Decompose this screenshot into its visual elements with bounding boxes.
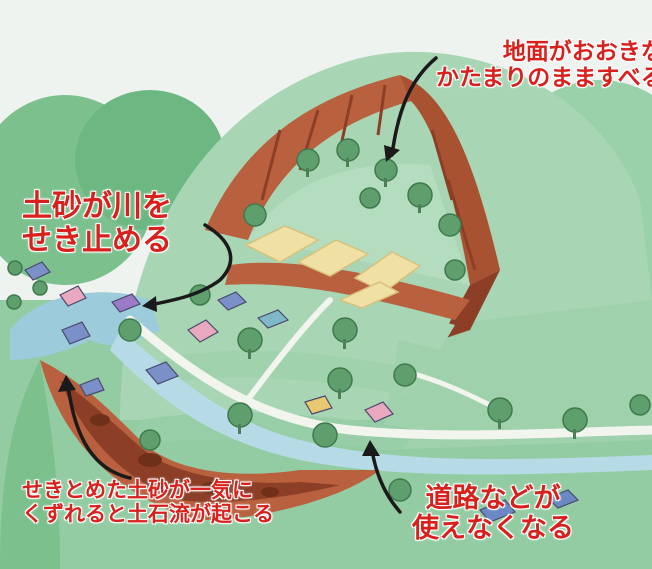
arrow-heads <box>58 145 400 456</box>
label-ground-slides-line2: かたまりのまますべる <box>436 64 652 91</box>
label-debris-flow-line1: せきとめた土砂が一気に <box>22 478 253 502</box>
label-sediment-dams-river-line2: せき止める <box>22 222 172 258</box>
rice-fields <box>244 225 422 309</box>
label-debris-flow: せきとめた土砂が一気に くずれると土石流が起こる <box>22 478 274 526</box>
houses <box>24 261 580 523</box>
arrow-flow <box>66 383 132 480</box>
label-sediment-dams-river: 土砂が川を せき止める <box>22 190 172 257</box>
label-ground-slides-line1: 地面がおおきな <box>502 39 652 65</box>
main-scarp <box>205 75 500 340</box>
label-roads-unusable: 道路などが 使えなくなる <box>412 483 574 545</box>
label-debris-flow-line2: くずれると土石流が起こる <box>22 501 274 526</box>
label-ground-slides: 地面がおおきな かたまりのまますべる <box>436 39 652 92</box>
arrow-dam <box>148 223 233 307</box>
label-roads-unusable-line1: 道路などが <box>425 483 561 514</box>
arrows <box>66 56 438 514</box>
debris-flow <box>0 360 380 569</box>
label-roads-unusable-line2: 使えなくなる <box>412 513 574 545</box>
trees <box>6 138 651 502</box>
arrow-road <box>370 448 402 514</box>
label-sediment-dams-river-line1: 土砂が川を <box>22 189 172 224</box>
arrow-slide <box>390 56 438 157</box>
